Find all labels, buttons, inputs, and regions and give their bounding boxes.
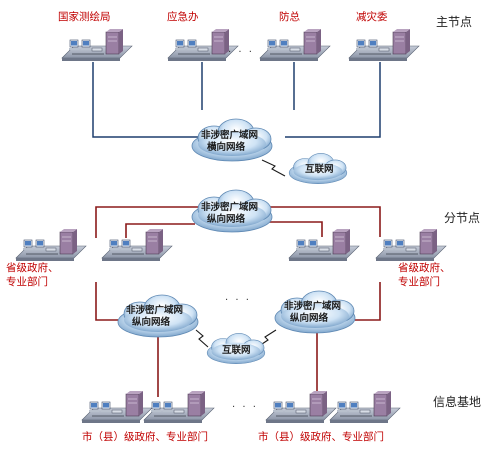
- tier-label-branch: 分节点: [444, 211, 480, 225]
- top-label-2: 应急办: [167, 10, 199, 23]
- tier-label-base: 信息基地: [433, 394, 481, 409]
- lower-left-wan-label-2: 纵向网络: [132, 316, 171, 328]
- base-node-3: [265, 390, 337, 424]
- base-node-4: [329, 390, 401, 424]
- branch-node-right-1: [288, 228, 360, 262]
- main-node-1: [61, 28, 133, 62]
- upper-wan-label-2: 横向网络: [207, 141, 246, 153]
- internet-label-upper: 互联网: [305, 163, 334, 175]
- lower-right-wan-cloud: [274, 290, 356, 334]
- base-ellipsis: · · ·: [232, 402, 258, 413]
- branch-node-left-1: [15, 228, 87, 262]
- lower-left-wan-label-1: 非涉密广域网: [126, 304, 183, 316]
- main-node-4: [348, 28, 420, 62]
- base-node-2: [143, 390, 215, 424]
- branch-node-right-2: [375, 228, 447, 262]
- internet-links: [195, 159, 286, 348]
- tier-label-main: 主节点: [436, 15, 472, 29]
- base-label-right: 市（县）级政府、专业部门: [258, 430, 384, 443]
- top-label-3: 防总: [279, 10, 300, 23]
- branch-label-left-1: 省级政府、: [6, 261, 59, 274]
- middle-wan-label-1: 非涉密广域网: [201, 201, 258, 213]
- main-node-3: [259, 28, 331, 62]
- middle-wan-label-2: 纵向网络: [207, 213, 246, 225]
- upper-wan-label-1: 非涉密广域网: [201, 129, 258, 141]
- base-label-left: 市（县）级政府、专业部门: [82, 430, 208, 443]
- top-label-1: 国家测绘局: [58, 10, 111, 23]
- internet-label-lower: 互联网: [222, 344, 251, 356]
- top-ellipsis: · · ·: [228, 47, 254, 58]
- lower-left-wan-cloud: [117, 294, 199, 338]
- top-label-4: 减灾委: [356, 10, 388, 23]
- branch-label-right-2: 专业部门: [398, 275, 440, 288]
- lower-right-wan-label-2: 纵向网络: [290, 312, 329, 324]
- branch-label-left-2: 专业部门: [6, 275, 48, 288]
- blue-links: [92, 62, 381, 138]
- lower-right-wan-label-1: 非涉密广域网: [284, 300, 341, 312]
- branch-ellipsis: · · ·: [225, 295, 251, 306]
- base-node-1: [81, 390, 153, 424]
- red-links: [95, 206, 381, 397]
- branch-label-right-1: 省级政府、: [398, 261, 451, 274]
- branch-node-left-2: [101, 228, 173, 262]
